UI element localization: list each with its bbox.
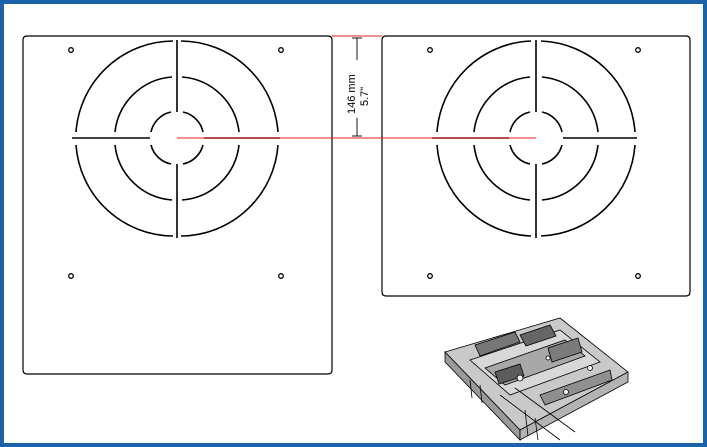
bracket-hardware-illustration — [444, 317, 629, 441]
right-hole-bl — [427, 273, 433, 279]
left-hole-tr — [278, 47, 284, 53]
left-hole-br — [278, 273, 284, 279]
dimension-annotation — [177, 35, 536, 139]
left-hole-bl — [68, 273, 74, 279]
right-hole-br — [635, 273, 641, 279]
right-hole-tr — [635, 47, 641, 53]
right-mounting-plate — [381, 35, 691, 297]
dimension-inch-label: 5.7" — [359, 87, 371, 106]
right-concentric-cutouts — [432, 40, 637, 238]
left-mounting-plate — [22, 35, 333, 375]
right-hole-tl — [427, 47, 433, 53]
left-hole-tl — [68, 47, 74, 53]
dimension-mm-label: 146 mm — [346, 74, 358, 114]
